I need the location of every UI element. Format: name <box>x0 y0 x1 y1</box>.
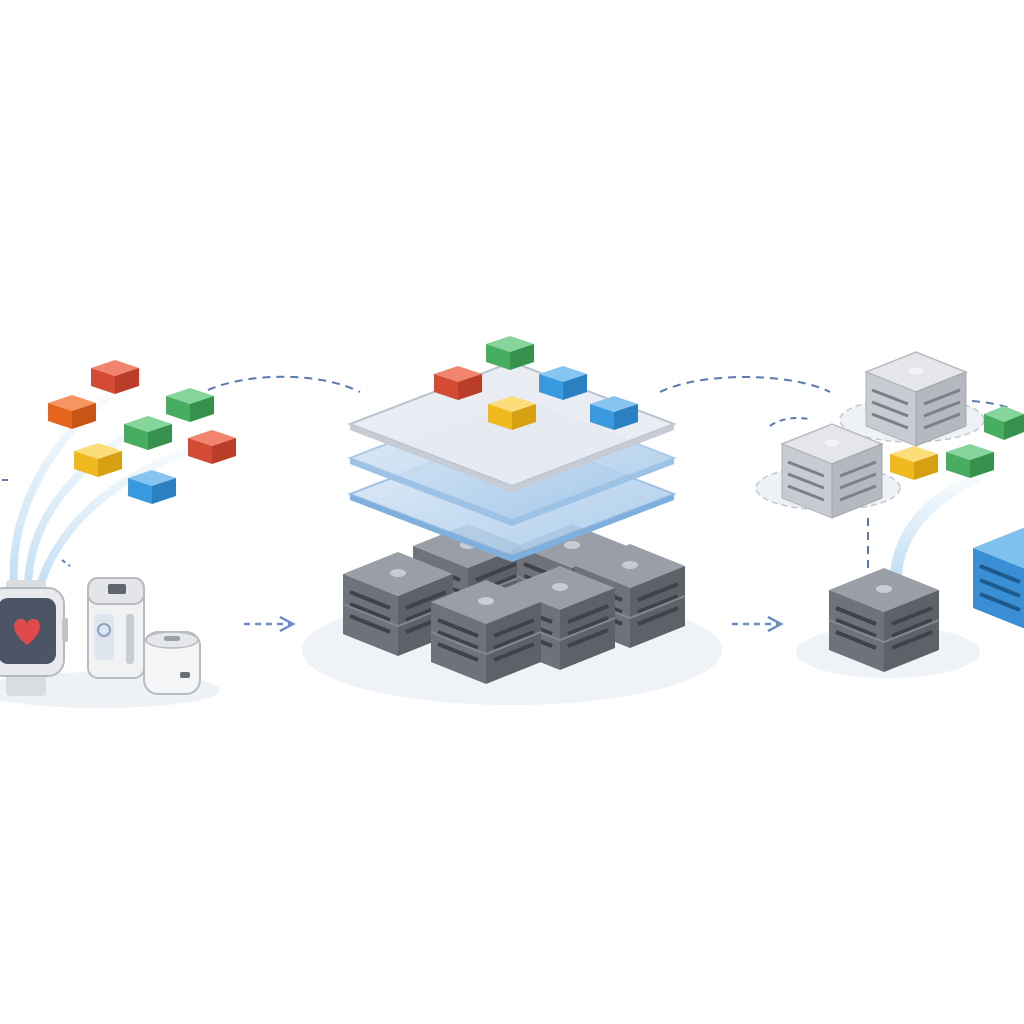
server-icon <box>429 578 543 686</box>
data-block-icon <box>124 416 172 450</box>
server-icon <box>827 566 941 674</box>
data-block-icon <box>946 444 994 478</box>
smartwatch-icon <box>0 580 68 696</box>
arrow-right-icon <box>732 615 784 633</box>
data-block-icon <box>539 366 587 400</box>
data-block-icon <box>488 396 536 430</box>
data-block-icon <box>486 336 534 370</box>
data-block-icon <box>166 388 214 422</box>
data-block-icon <box>434 366 482 400</box>
data-block-icon <box>74 443 122 477</box>
heart-icon <box>14 618 40 645</box>
arrow-right-icon <box>244 615 296 633</box>
server-icon <box>864 350 968 448</box>
hub-device-icon <box>143 631 201 695</box>
data-block-icon <box>91 360 139 394</box>
data-block-icon <box>48 395 96 429</box>
data-block-icon <box>590 396 638 430</box>
data-lake-stage <box>302 336 722 705</box>
server-icon <box>780 422 884 520</box>
data-block-icon <box>188 430 236 464</box>
connector-edge-to-lake <box>207 375 361 393</box>
data-block-icon <box>984 406 1024 440</box>
edge-devices-stage <box>0 360 236 708</box>
data-block-icon <box>128 470 176 504</box>
layer-stack <box>347 360 677 562</box>
distributed-servers-stage <box>755 350 1024 678</box>
server-icon <box>971 524 1024 632</box>
sensor-device-icon <box>87 577 145 679</box>
connector-lake-to-servers <box>659 376 831 393</box>
data-block-icon <box>890 446 938 480</box>
